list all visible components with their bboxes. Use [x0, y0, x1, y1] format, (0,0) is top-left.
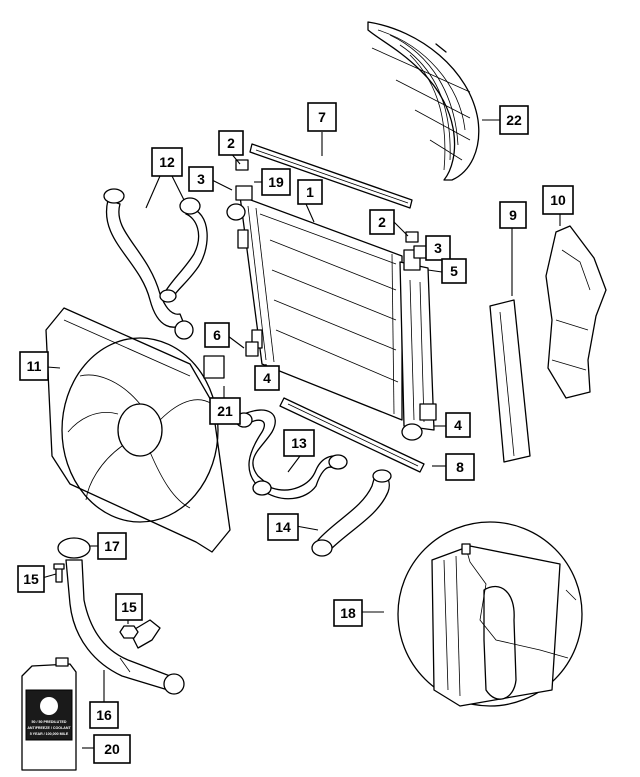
callout-3-upper-text: 3 — [197, 171, 205, 187]
callout-18-text: 18 — [340, 605, 356, 621]
callout-3-upper: 3 — [188, 166, 214, 192]
callout-2-upper-text: 2 — [227, 135, 235, 151]
callout-19: 19 — [261, 168, 291, 196]
callout-2-right: 2 — [369, 209, 395, 235]
callout-5-text: 5 — [450, 263, 458, 279]
coolant-jug-label-line1: 50 / 50 PREDILUTED — [32, 720, 67, 724]
callout-1: 1 — [297, 179, 323, 205]
callout-8-text: 8 — [456, 459, 464, 475]
callout-20: 20 — [93, 734, 131, 764]
callout-3-right-text: 3 — [434, 240, 442, 256]
callout-9: 9 — [499, 201, 527, 229]
callout-16-text: 16 — [96, 707, 112, 723]
callout-15-left: 15 — [17, 565, 45, 593]
part-detail-inset — [397, 521, 583, 707]
part-coolant-jug: M 50 / 50 PREDILUTED ANTIFREEZE / COOLAN… — [21, 657, 77, 771]
callout-4-right: 4 — [445, 412, 471, 438]
callout-11-text: 11 — [27, 358, 42, 374]
callout-4-left-text: 4 — [263, 370, 271, 386]
callout-14: 14 — [267, 513, 299, 541]
callout-15-left-text: 15 — [23, 571, 39, 587]
callout-1-text: 1 — [306, 184, 314, 200]
callout-8: 8 — [445, 453, 475, 481]
part-mounting-hardware — [203, 159, 429, 379]
callout-21: 21 — [209, 397, 241, 425]
callout-15-center-text: 15 — [121, 599, 137, 615]
callout-10: 10 — [542, 185, 574, 215]
callout-2-upper: 2 — [218, 130, 244, 156]
callout-10-text: 10 — [550, 192, 566, 208]
callout-7-text: 7 — [318, 109, 326, 125]
callout-22: 22 — [499, 105, 529, 135]
callout-17-text: 17 — [104, 538, 120, 554]
svg-text:M: M — [45, 701, 53, 711]
callout-6: 6 — [204, 322, 230, 348]
callout-7: 7 — [307, 102, 337, 132]
callout-12: 12 — [151, 147, 183, 177]
callout-17: 17 — [97, 532, 127, 560]
callout-4-right-text: 4 — [454, 417, 462, 433]
part-air-deflector-shroud — [367, 21, 480, 181]
callout-15-center: 15 — [115, 593, 143, 621]
part-upper-radiator-hoses — [103, 188, 208, 340]
part-radiator — [226, 195, 437, 441]
callout-3-right: 3 — [425, 235, 451, 261]
callout-20-text: 20 — [104, 741, 120, 757]
callout-6-text: 6 — [213, 327, 221, 343]
callout-12-text: 12 — [159, 154, 175, 170]
coolant-jug-label-line3: 5 YEAR / 100,000 MILE — [30, 732, 69, 736]
callout-5: 5 — [441, 258, 467, 284]
callout-22-text: 22 — [506, 112, 522, 128]
part-lower-radiator-hoses — [235, 409, 392, 557]
callout-13: 13 — [283, 429, 315, 457]
callout-4-left: 4 — [254, 365, 280, 391]
callout-2-right-text: 2 — [378, 214, 386, 230]
part-fasteners — [53, 563, 139, 639]
callout-19-text: 19 — [268, 174, 284, 190]
part-side-seal — [489, 299, 531, 463]
part-upper-seal-strip — [249, 143, 413, 209]
coolant-jug-label-line2: ANTIFREEZE / COOLANT — [27, 726, 71, 730]
callout-14-text: 14 — [275, 519, 291, 535]
callout-18: 18 — [333, 599, 363, 627]
part-lower-seal-strip — [279, 397, 425, 473]
callout-16: 16 — [89, 701, 119, 729]
callout-11: 11 — [19, 351, 49, 381]
part-coolant-fill-pipe — [57, 537, 185, 695]
callout-9-text: 9 — [509, 207, 517, 223]
callout-21-text: 21 — [217, 403, 233, 419]
leader-lines — [33, 119, 561, 749]
callout-13-text: 13 — [291, 435, 307, 451]
part-fan-shroud-assembly — [45, 307, 231, 553]
part-side-air-deflector — [545, 225, 607, 399]
